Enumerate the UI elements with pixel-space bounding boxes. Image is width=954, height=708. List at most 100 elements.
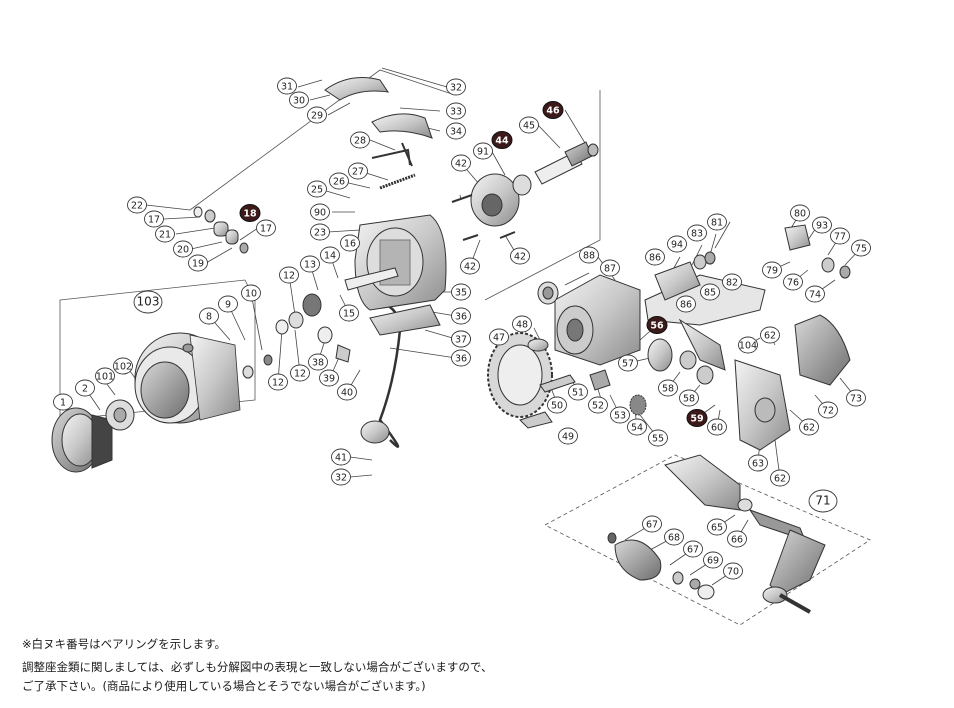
svg-text:34: 34 bbox=[450, 127, 462, 138]
svg-text:16: 16 bbox=[344, 239, 356, 250]
part-label-66: 66 bbox=[727, 530, 747, 548]
part-label-101: 101 bbox=[95, 367, 115, 385]
bearing-label-59: 59 bbox=[686, 409, 708, 427]
part-label-85: 85 bbox=[700, 283, 720, 301]
svg-text:29: 29 bbox=[311, 111, 323, 122]
svg-text:27: 27 bbox=[352, 167, 364, 178]
part-label-54: 54 bbox=[627, 418, 647, 436]
handle-parts bbox=[607, 454, 826, 614]
part-label-42: 42 bbox=[510, 247, 530, 265]
part-label-63: 63 bbox=[748, 454, 768, 472]
svg-text:36: 36 bbox=[455, 354, 467, 365]
part-label-25: 25 bbox=[307, 180, 327, 198]
part-label-80: 80 bbox=[790, 204, 810, 222]
svg-text:31: 31 bbox=[281, 82, 293, 93]
part-label-73: 73 bbox=[846, 389, 866, 407]
part-label-37: 37 bbox=[451, 330, 471, 348]
svg-text:30: 30 bbox=[293, 96, 305, 107]
part-label-29: 29 bbox=[307, 106, 327, 124]
part-label-9: 9 bbox=[218, 295, 238, 313]
part-label-86: 86 bbox=[645, 248, 665, 266]
svg-text:76: 76 bbox=[787, 278, 799, 289]
svg-text:42: 42 bbox=[455, 159, 467, 170]
svg-text:102: 102 bbox=[114, 362, 132, 373]
part-label-36: 36 bbox=[451, 349, 471, 367]
part-label-47: 47 bbox=[489, 328, 509, 346]
svg-text:14: 14 bbox=[324, 251, 336, 262]
svg-text:71: 71 bbox=[815, 494, 830, 508]
svg-text:67: 67 bbox=[687, 545, 699, 556]
part-label-2: 2 bbox=[75, 379, 95, 397]
bearing-label-18: 18 bbox=[239, 204, 261, 222]
svg-text:21: 21 bbox=[159, 230, 171, 241]
svg-text:18: 18 bbox=[243, 209, 257, 220]
rotor-part bbox=[344, 214, 447, 336]
part-label-21: 21 bbox=[155, 225, 175, 243]
part-label-62: 62 bbox=[770, 469, 790, 487]
part-label-77: 77 bbox=[830, 227, 850, 245]
svg-text:77: 77 bbox=[834, 232, 846, 243]
part-label-15: 15 bbox=[339, 304, 359, 322]
svg-text:65: 65 bbox=[711, 523, 723, 534]
part-label-90: 90 bbox=[310, 203, 330, 221]
part-label-34: 34 bbox=[446, 122, 466, 140]
part-label-22: 22 bbox=[127, 196, 147, 214]
part-label-82: 82 bbox=[722, 273, 742, 291]
part-label-20: 20 bbox=[173, 240, 193, 258]
svg-text:58: 58 bbox=[662, 384, 674, 395]
part-labels: 1289101212121314151617171920212223252627… bbox=[53, 77, 871, 580]
part-label-52: 52 bbox=[588, 396, 608, 414]
part-label-58: 58 bbox=[679, 389, 699, 407]
svg-text:39: 39 bbox=[323, 374, 335, 385]
part-label-74: 74 bbox=[805, 285, 825, 303]
svg-text:38: 38 bbox=[312, 358, 324, 369]
svg-text:103: 103 bbox=[137, 295, 160, 309]
svg-text:10: 10 bbox=[245, 289, 257, 300]
part-label-67: 67 bbox=[683, 540, 703, 558]
part-label-72: 72 bbox=[818, 401, 838, 419]
svg-text:60: 60 bbox=[711, 423, 723, 434]
svg-text:45: 45 bbox=[523, 121, 535, 132]
part-label-31: 31 bbox=[277, 77, 297, 95]
washer-note-line2: ご了承下さい。(商品により使用している場合とそうでない場合がございます。) bbox=[22, 679, 426, 693]
svg-text:85: 85 bbox=[704, 288, 716, 299]
part-label-55: 55 bbox=[648, 429, 668, 447]
line-roller-parts bbox=[193, 206, 249, 254]
top-right-parts bbox=[693, 224, 851, 279]
svg-text:37: 37 bbox=[455, 335, 467, 346]
svg-text:2: 2 bbox=[82, 384, 88, 395]
part-label-41: 41 bbox=[331, 448, 351, 466]
svg-text:42: 42 bbox=[464, 262, 476, 273]
part-label-60: 60 bbox=[707, 418, 727, 436]
svg-text:62: 62 bbox=[803, 423, 815, 434]
part-label-49: 49 bbox=[558, 427, 578, 445]
svg-text:57: 57 bbox=[622, 359, 634, 370]
part-label-70: 70 bbox=[723, 562, 743, 580]
part-label-36: 36 bbox=[451, 307, 471, 325]
svg-text:73: 73 bbox=[850, 394, 862, 405]
part-label-14: 14 bbox=[320, 246, 340, 264]
part-label-62: 62 bbox=[799, 418, 819, 436]
svg-text:26: 26 bbox=[333, 177, 345, 188]
svg-text:8: 8 bbox=[206, 312, 212, 323]
part-label-42: 42 bbox=[460, 257, 480, 275]
part-label-53: 53 bbox=[610, 406, 630, 424]
svg-text:20: 20 bbox=[177, 245, 189, 256]
svg-text:23: 23 bbox=[314, 228, 326, 239]
svg-text:62: 62 bbox=[764, 331, 776, 342]
drive-gear-part bbox=[487, 332, 553, 418]
svg-text:33: 33 bbox=[450, 107, 462, 118]
svg-text:13: 13 bbox=[304, 260, 316, 271]
part-label-40: 40 bbox=[337, 383, 357, 401]
part-label-102: 102 bbox=[113, 357, 133, 375]
svg-text:82: 82 bbox=[726, 278, 738, 289]
parts-artwork bbox=[51, 77, 851, 614]
part-label-42: 42 bbox=[451, 154, 471, 172]
part-label-16: 16 bbox=[340, 234, 360, 252]
part-label-86: 86 bbox=[676, 295, 696, 313]
svg-text:32: 32 bbox=[450, 83, 462, 94]
svg-text:47: 47 bbox=[493, 333, 505, 344]
part-label-39: 39 bbox=[319, 369, 339, 387]
part-label-35: 35 bbox=[451, 283, 471, 301]
part-label-94: 94 bbox=[667, 235, 687, 253]
